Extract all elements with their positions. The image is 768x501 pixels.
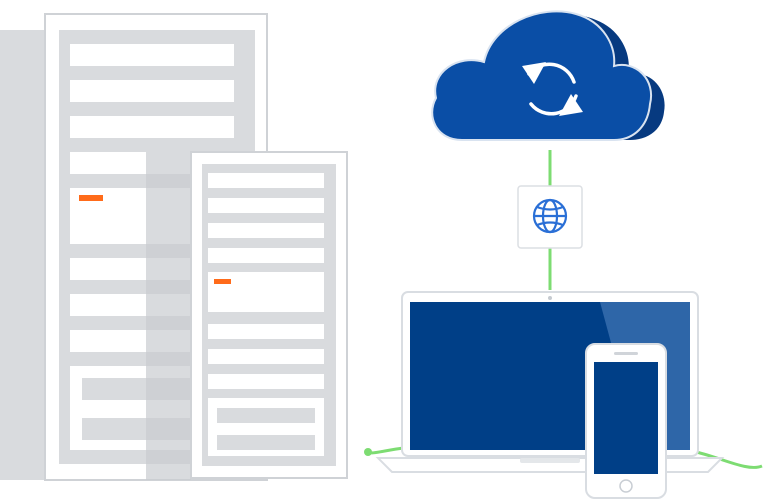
laptop-base-notch xyxy=(520,458,580,463)
laptop-camera xyxy=(548,296,552,300)
globe-icon xyxy=(532,198,568,234)
small-document-orange-marker xyxy=(214,279,231,284)
large-document-orange-marker xyxy=(79,195,103,201)
cloud-sync-icon xyxy=(431,10,665,141)
cloud-body xyxy=(431,10,653,141)
laptop-icon xyxy=(375,291,725,473)
phone-screen xyxy=(594,362,658,474)
sync-arrow-head-bottom xyxy=(559,94,583,116)
globe-node xyxy=(517,185,583,249)
smartphone-icon xyxy=(585,343,667,499)
document-stack xyxy=(0,13,348,481)
phone-home-button xyxy=(619,479,633,493)
small-document-fields xyxy=(217,408,315,450)
sync-arrow-head-top xyxy=(522,62,546,84)
connector-end-left xyxy=(364,448,372,456)
connector-lines xyxy=(365,150,763,469)
phone-speaker xyxy=(614,352,638,355)
document-overlap-shadow xyxy=(146,152,191,480)
